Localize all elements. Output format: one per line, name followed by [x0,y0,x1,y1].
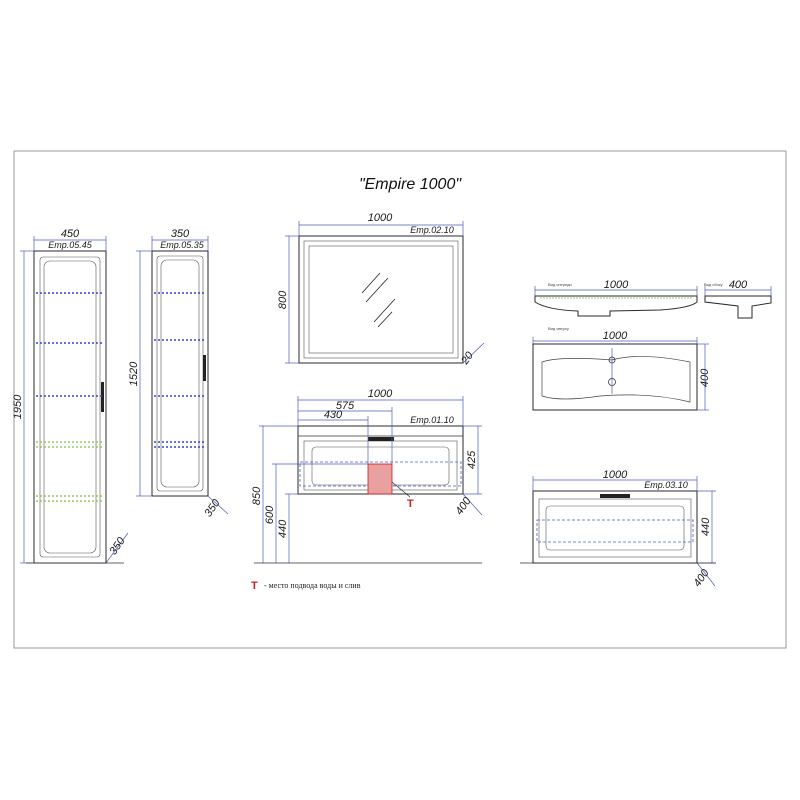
mirror-width: 1000 [368,212,393,224]
lower-cabinet-handle [600,494,630,498]
tall-cabinet-depth: 350 [107,535,128,558]
drawing-frame [13,150,787,649]
drawing-title: "Empire 1000" [359,176,462,193]
mirror-code: Emp.02.10 [410,225,454,235]
mirror-height: 800 [277,290,289,309]
narrow-cabinet-depth: 350 [202,497,223,520]
narrow-cabinet-body [151,250,209,497]
lower-cabinet-width: 1000 [603,469,628,481]
basin-side-caption: Вид спереди [548,282,572,287]
tall-cabinet-code: Emp.05.45 [48,240,93,250]
narrow-cabinet-width: 350 [171,228,190,240]
sink-offset-2: 430 [324,409,343,421]
mirror: Emp.02.10 1000 800 20 [277,212,485,368]
tall-cabinet-body [33,250,107,564]
basin-end-depth: 400 [729,279,748,291]
tall-cabinet-handle [101,382,104,412]
sink-offset-1: 575 [336,400,355,412]
tall-cabinet: Emp.05.45 450 1950 350 [12,228,129,564]
basin-side-view: Вид спереди 1000 [534,279,698,317]
narrow-cabinet-code: Emp.05.35 [160,240,205,250]
sink-cabinet-height: 425 [466,450,478,469]
tall-cabinet-height: 1950 [12,394,24,419]
sink-cabinet-depth: 400 [453,495,474,518]
basin-end-caption: Вид сбоку [704,282,723,287]
lower-cabinet-code: Emp.03.10 [644,480,688,490]
water-supply-zone [367,463,393,495]
tall-cabinet-width: 450 [61,228,80,240]
sink-cabinet-code: Emp.01.10 [410,415,454,425]
basin-top-depth: 400 [699,368,711,387]
lower-cabinet-height: 440 [700,517,712,536]
basin-top-caption: Вид сверху [548,326,569,331]
sink-mount-850: 850 [251,486,263,505]
legend: T - место подвода воды и слив [251,580,361,592]
lower-cabinet: Emp.03.10 1000 440 400 [520,469,716,589]
narrow-cabinet-height: 1520 [128,361,140,386]
sink-mount-600: 600 [264,505,276,524]
basin-top-width: 1000 [603,330,628,342]
basin-end-view: Вид сбоку 400 [704,279,772,319]
basin-side-width: 1000 [604,279,629,291]
mirror-frame [298,235,464,364]
basin-top-outline [532,343,698,411]
sink-cabinet-handle [368,437,394,441]
sink-mount-440: 440 [277,519,289,538]
basin-top-view: Вид сверху 1000 400 [532,326,711,411]
narrow-cabinet: Emp.05.35 350 1520 350 [128,228,229,520]
sink-cabinet: T Emp.01.10 1000 575 430 425 400 850 600… [251,388,483,564]
narrow-cabinet-handle [203,355,206,381]
legend-text: - место подвода воды и слив [264,581,361,590]
legend-mark: T [251,580,258,592]
sink-cabinet-width: 1000 [368,388,393,400]
sink-t-mark: T [407,498,414,510]
lower-cabinet-depth: 400 [691,567,712,590]
lower-cabinet-body [532,490,698,564]
